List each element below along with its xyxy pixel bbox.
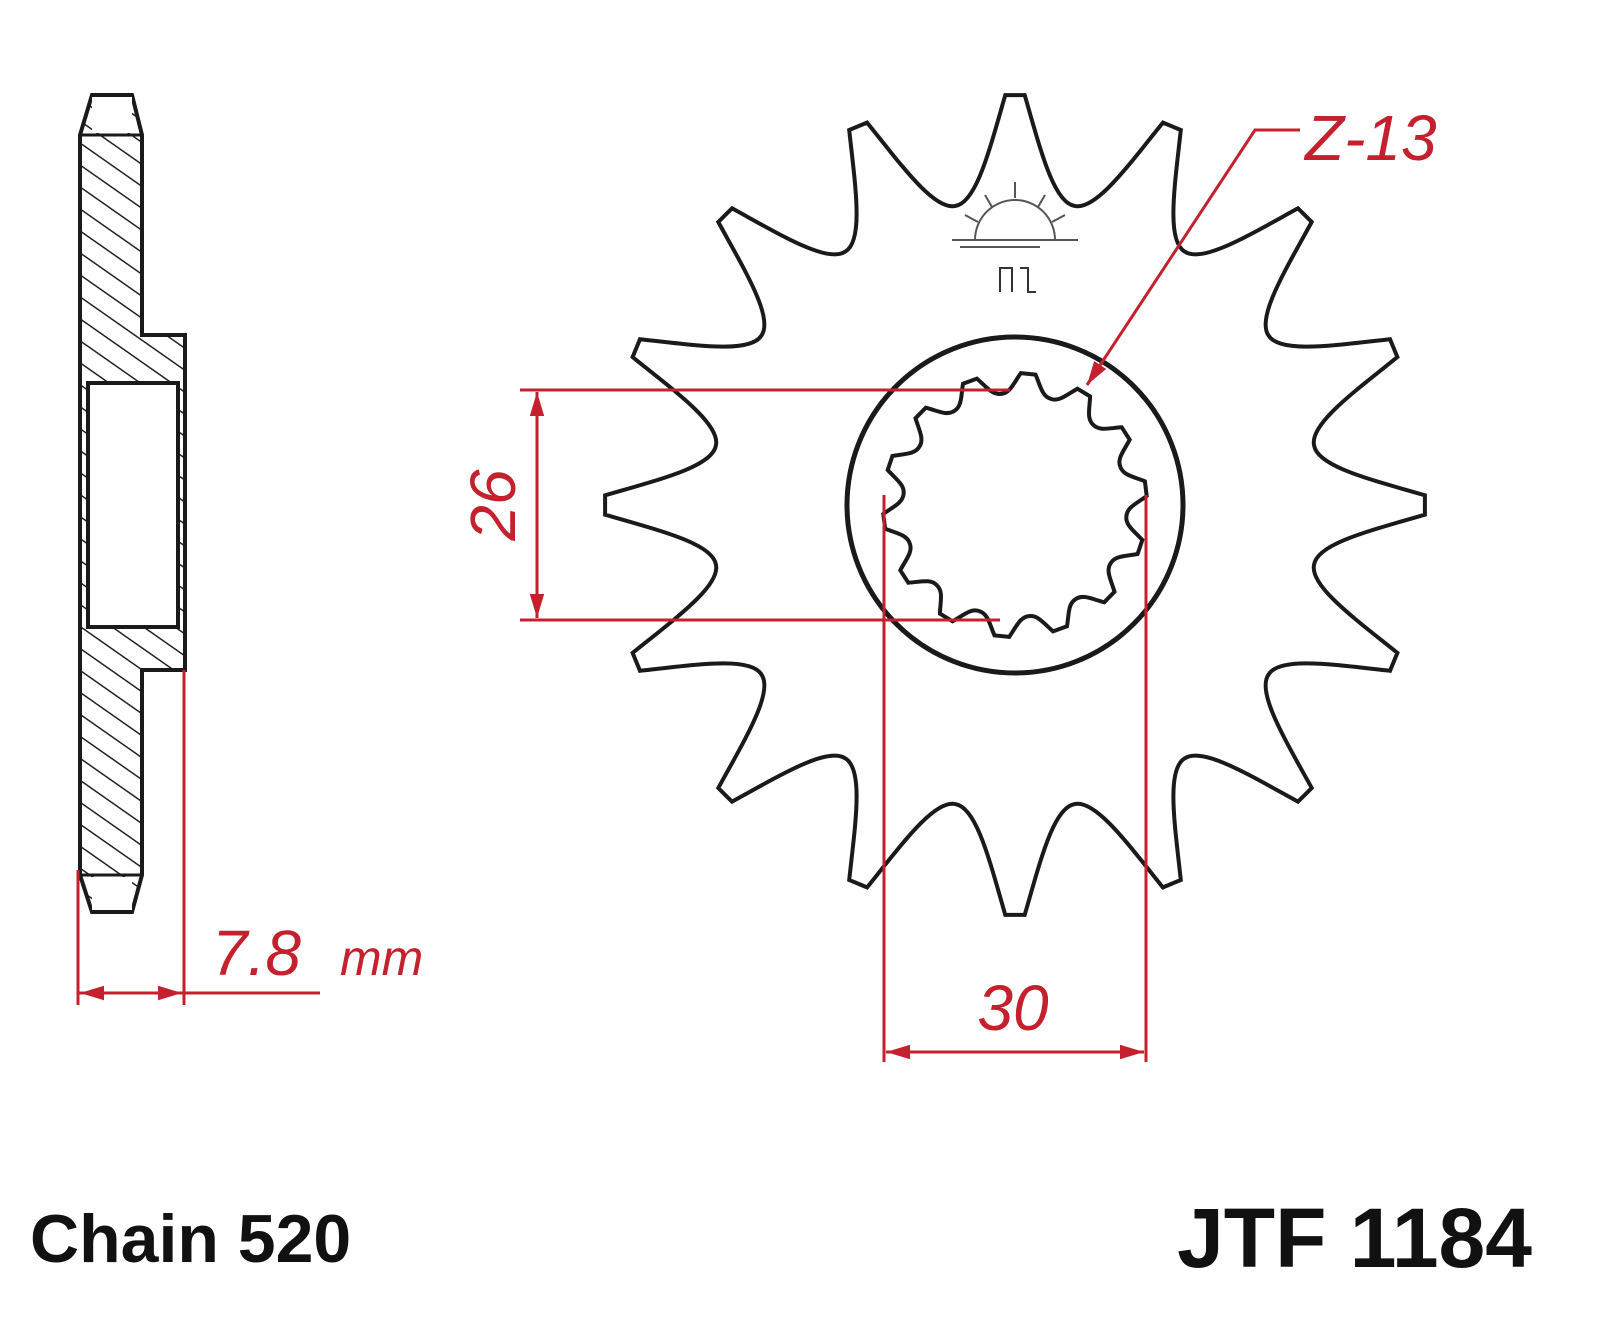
hub-circle (844, 334, 1186, 676)
side-bore (86, 381, 180, 629)
sprocket-outline (603, 93, 1427, 917)
thickness-value: 7.8 (212, 917, 301, 989)
chain-label: Chain 520 (30, 1201, 352, 1277)
teeth-count-label: Z-13 (1303, 102, 1437, 174)
front-view: 26 30 Z-13 (457, 93, 1437, 1062)
part-number: JTF 1184 (1177, 1191, 1532, 1285)
outer-dim-label: 30 (977, 972, 1049, 1044)
thickness-unit: mm (340, 930, 423, 986)
inner-dim-label: 26 (457, 469, 529, 542)
spline-bore (881, 370, 1149, 640)
side-view: 7.8 mm (76, 93, 423, 1005)
teeth-leader (1085, 128, 1300, 386)
manufacturer-logo (952, 182, 1078, 293)
